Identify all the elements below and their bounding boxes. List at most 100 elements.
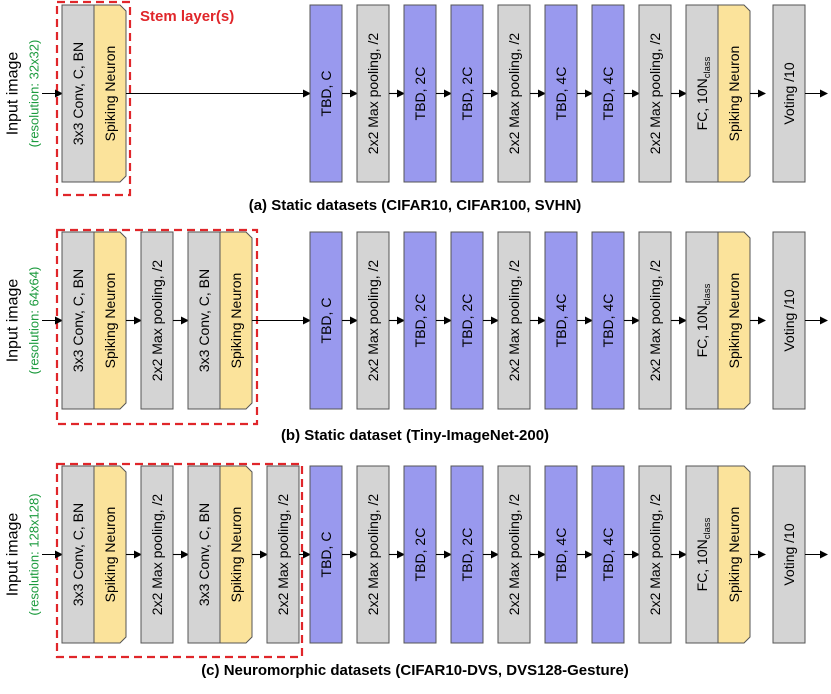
maxpool-block: 2x2 Max pooling, /2 <box>497 231 531 410</box>
resolution-label: (resolution: 64x64) <box>27 267 42 375</box>
stem-conv-spiking-block-spiking-label: Spiking Neuron <box>102 507 118 603</box>
stem-conv-spiking-block-conv-label: 3x3 Conv, C, BN <box>70 269 86 372</box>
voting-block: Voting /10 <box>772 4 806 183</box>
voting-block-label: Voting /10 <box>781 523 797 585</box>
stem-conv-spiking-block-gray-box <box>187 231 221 410</box>
maxpool-block-label: 2x2 Max pooling, /2 <box>647 494 663 616</box>
tbd-c-block-box <box>309 465 343 644</box>
fc-spiking-block-yellow-box <box>717 4 751 183</box>
tbd-2c-block-label: TBD, 2C <box>412 528 428 582</box>
tbd-4c-block-box <box>591 4 625 183</box>
stem-dashed-box <box>55 462 304 659</box>
maxpool-block-box <box>497 231 531 410</box>
fc-spiking-block-spiking-label: Spiking Neuron <box>726 507 742 603</box>
stem-conv-spiking-block: 3x3 Conv, C, BN Spiking Neuron <box>187 465 253 644</box>
voting-block: Voting /10 <box>772 231 806 410</box>
tbd-4c-block-label: TBD, 4C <box>600 294 616 348</box>
row-caption: (a) Static datasets (CIFAR10, CIFAR100, … <box>249 197 582 214</box>
maxpool-block-label: 2x2 Max pooling, /2 <box>647 33 663 155</box>
stem-layer-label: Stem layer(s) <box>140 8 234 25</box>
stem-conv-spiking-block-yellow-box <box>93 231 127 410</box>
maxpool-block: 2x2 Max pooling, /2 <box>356 465 390 644</box>
fc-spiking-block-fc-label: FC, 10Nclass <box>694 517 713 591</box>
fc-spiking-block: FC, 10Nclass Spiking Neuron <box>685 465 751 644</box>
maxpool-block-label: 2x2 Max pooling, /2 <box>647 260 663 382</box>
tbd-4c-block-box <box>591 231 625 410</box>
tbd-2c-block-label: TBD, 2C <box>412 67 428 121</box>
tbd-c-block-label: TBD, C <box>318 532 334 578</box>
tbd-4c-block-box <box>544 465 578 644</box>
row-caption: (c) Neuromorphic datasets (CIFAR10-DVS, … <box>201 662 629 679</box>
tbd-2c-block-box <box>403 4 437 183</box>
tbd-2c-block-box <box>403 465 437 644</box>
fc-spiking-block: FC, 10Nclass Spiking Neuron <box>685 231 751 410</box>
fc-spiking-block-yellow-box <box>717 231 751 410</box>
maxpool-block: 2x2 Max pooling, /2 <box>638 4 672 183</box>
stem-maxpool-block-label: 2x2 Max pooling, /2 <box>149 494 165 616</box>
maxpool-block-box <box>638 465 672 644</box>
stem-conv-spiking-block-gray-box <box>187 465 221 644</box>
fc-spiking-block-fc-label: FC, 10Nclass <box>694 283 713 357</box>
stem-dashed-box <box>55 0 132 197</box>
tbd-4c-block-label: TBD, 4C <box>553 294 569 348</box>
maxpool-block-label: 2x2 Max pooling, /2 <box>506 33 522 155</box>
fc-spiking-block-gray-box <box>685 231 719 410</box>
stem-conv-spiking-block-gray-box <box>61 4 95 183</box>
tbd-4c-block: TBD, 4C <box>544 465 578 644</box>
maxpool-block-label: 2x2 Max pooling, /2 <box>506 494 522 616</box>
stem-conv-spiking-block-yellow-box <box>219 231 253 410</box>
maxpool-block: 2x2 Max pooling, /2 <box>638 465 672 644</box>
stem-maxpool-block-box <box>140 465 174 644</box>
stem-maxpool-block: 2x2 Max pooling, /2 <box>266 465 300 644</box>
maxpool-block: 2x2 Max pooling, /2 <box>356 4 390 183</box>
stem-conv-spiking-block-spiking-label: Spiking Neuron <box>102 46 118 142</box>
tbd-c-block-label: TBD, C <box>318 71 334 117</box>
fc-spiking-block-spiking-label: Spiking Neuron <box>726 273 742 369</box>
tbd-4c-block: TBD, 4C <box>544 231 578 410</box>
tbd-2c-block: TBD, 2C <box>450 4 484 183</box>
stem-conv-spiking-block-conv-label: 3x3 Conv, C, BN <box>70 503 86 606</box>
tbd-4c-block-label: TBD, 4C <box>553 67 569 121</box>
tbd-2c-block-label: TBD, 2C <box>459 67 475 121</box>
stem-conv-spiking-block-spiking-label: Spiking Neuron <box>228 507 244 603</box>
tbd-2c-block-label: TBD, 2C <box>412 294 428 348</box>
tbd-c-block-box <box>309 231 343 410</box>
fc-spiking-block-fc-label: FC, 10Nclass <box>694 56 713 130</box>
tbd-2c-block-box <box>450 4 484 183</box>
tbd-4c-block-box <box>544 231 578 410</box>
tbd-4c-block: TBD, 4C <box>591 4 625 183</box>
fc-spiking-block-gray-box <box>685 465 719 644</box>
tbd-2c-block: TBD, 2C <box>450 231 484 410</box>
fc-spiking-block-yellow-box <box>717 465 751 644</box>
input-image-label: Input image <box>5 279 22 363</box>
maxpool-block: 2x2 Max pooling, /2 <box>497 465 531 644</box>
tbd-4c-block-box <box>544 4 578 183</box>
stem-conv-spiking-block-yellow-box <box>93 465 127 644</box>
row-caption: (b) Static dataset (Tiny-ImageNet-200) <box>281 427 549 444</box>
resolution-label: (resolution: 128x128) <box>27 493 42 615</box>
tbd-c-block: TBD, C <box>309 231 343 410</box>
stem-maxpool-block: 2x2 Max pooling, /2 <box>140 465 174 644</box>
tbd-2c-block: TBD, 2C <box>403 465 437 644</box>
stem-conv-spiking-block-conv-label: 3x3 Conv, C, BN <box>196 269 212 372</box>
stem-conv-spiking-block-gray-box <box>61 231 95 410</box>
fc-spiking-block: FC, 10Nclass Spiking Neuron <box>685 4 751 183</box>
fc-spiking-block-spiking-label: Spiking Neuron <box>726 46 742 142</box>
stem-conv-spiking-block-yellow-box <box>93 4 127 183</box>
stem-maxpool-block: 2x2 Max pooling, /2 <box>140 231 174 410</box>
tbd-2c-block: TBD, 2C <box>403 4 437 183</box>
tbd-4c-block: TBD, 4C <box>591 231 625 410</box>
maxpool-block: 2x2 Max pooling, /2 <box>497 4 531 183</box>
voting-block-label: Voting /10 <box>781 289 797 351</box>
maxpool-block: 2x2 Max pooling, /2 <box>356 231 390 410</box>
tbd-2c-block-box <box>450 231 484 410</box>
maxpool-block-box <box>638 4 672 183</box>
stem-maxpool-block-box <box>266 465 300 644</box>
stem-maxpool-block-label: 2x2 Max pooling, /2 <box>275 494 291 616</box>
tbd-c-block: TBD, C <box>309 4 343 183</box>
tbd-2c-block-label: TBD, 2C <box>459 294 475 348</box>
voting-block: Voting /10 <box>772 465 806 644</box>
stem-conv-spiking-block-conv-label: 3x3 Conv, C, BN <box>196 503 212 606</box>
